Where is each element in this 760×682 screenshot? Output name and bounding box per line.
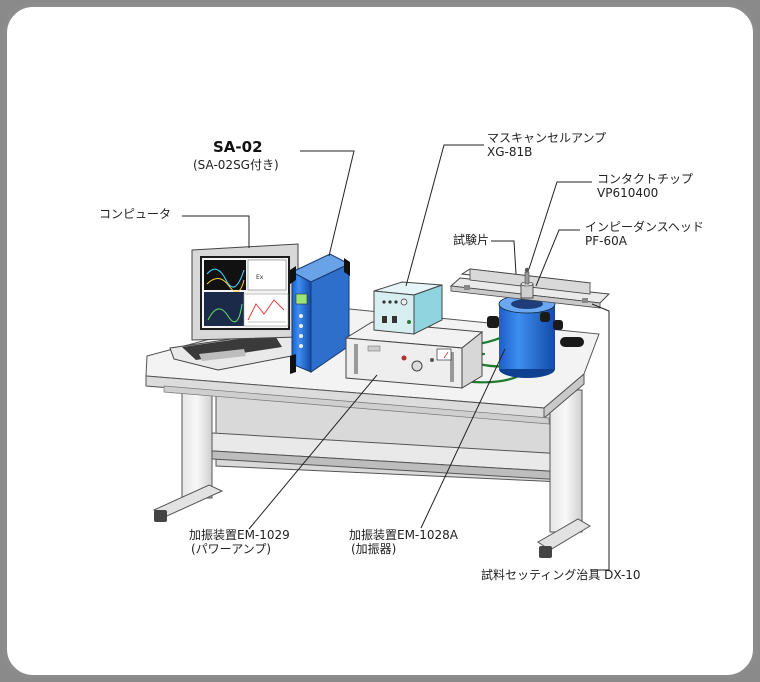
desk-left-leg — [152, 375, 224, 522]
svg-text:Ex: Ex — [256, 274, 264, 281]
equipment-illustration: Ex — [145, 144, 611, 571]
sa02-subtitle: (SA-02SG付き) — [193, 158, 279, 172]
diagram-frame: Ex — [3, 3, 757, 679]
power-amp-label: 加振装置EM-1029 — [189, 528, 290, 542]
exciter-label: 加振装置EM-1028A — [349, 528, 459, 542]
laptop-computer: Ex — [169, 243, 303, 371]
mass-cancel-label: マスキャンセルアンプ — [487, 131, 607, 145]
specimen-fixture-dx10 — [449, 267, 611, 309]
impedance-head-model: PF-60A — [585, 234, 627, 248]
leader-lines — [182, 144, 610, 571]
desk — [145, 306, 600, 558]
impedance-head-label: インピーダンスヘッド — [585, 220, 704, 234]
power-amp-sublabel: (パワーアンプ) — [191, 542, 272, 556]
mass-cancel-amplifier-xg81b — [373, 281, 443, 335]
contact-tip-label: コンタクトチップ — [597, 172, 694, 186]
exciter-sublabel: (加振器) — [351, 542, 397, 556]
computer-label: コンピュータ — [99, 207, 172, 221]
mass-cancel-model: XG-81B — [487, 145, 533, 159]
specimen-label: 試験片 — [453, 233, 490, 247]
desk-right-leg — [537, 389, 591, 558]
sa02-analyzer-unit — [290, 253, 351, 374]
contact-tip-model: VP610400 — [597, 186, 659, 200]
sa02-title: SA-02 — [213, 138, 263, 156]
fixture-label: 試料セッティング治具 DX-10 — [481, 568, 641, 582]
